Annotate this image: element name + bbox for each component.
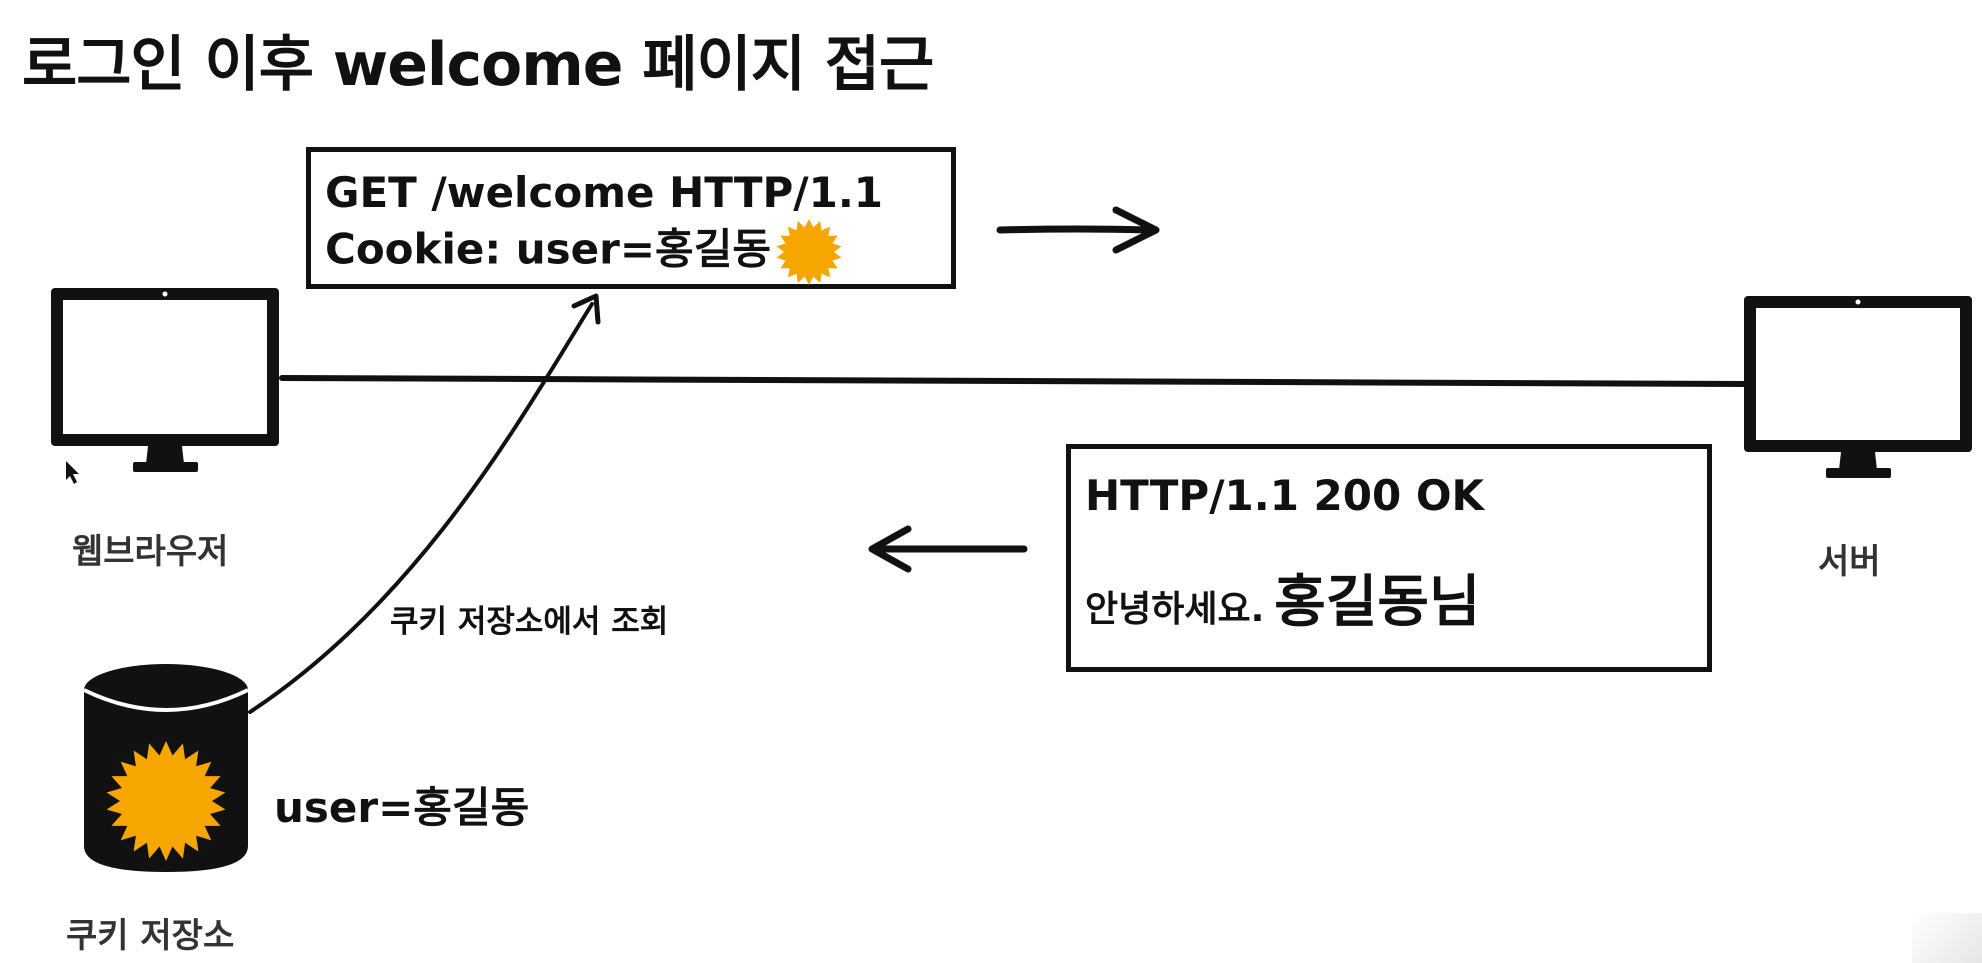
response-status-line: HTTP/1.1 200 OK [1085, 471, 1485, 520]
cookie-sun-icon [776, 218, 842, 285]
stored-cookie-sun-icon [106, 741, 226, 861]
stored-cookie-label: user=홍길동 [274, 783, 530, 832]
server-label: 서버 [1818, 542, 1881, 582]
response-arrow-icon [868, 525, 1028, 573]
request-line: GET /welcome HTTP/1.1 [325, 168, 884, 217]
response-body: 안녕하세요.홍길동님 [1085, 557, 1693, 638]
cursor-pointer-icon [66, 461, 79, 484]
response-greeting: 안녕하세요. [1085, 588, 1265, 630]
response-user-name: 홍길동님 [1274, 569, 1481, 635]
connection-line [279, 375, 1747, 387]
http-request-box: GET /welcome HTTP/1.1 Cookie: user=홍길동 [306, 147, 956, 289]
video-corner-overlay [1912, 913, 1982, 963]
http-response-box: HTTP/1.1 200 OK 안녕하세요.홍길동님 [1066, 444, 1712, 672]
server-monitor-icon [1744, 296, 1972, 478]
request-cookie-text: Cookie: user=홍길동 [325, 224, 771, 274]
lookup-label: 쿠키 저장소에서 조회 [390, 604, 669, 640]
request-cookie-header: Cookie: user=홍길동 [325, 218, 937, 286]
cookie-store-label: 쿠키 저장소 [66, 916, 235, 956]
lookup-curve-arrow-icon [248, 293, 601, 714]
browser-label: 웹브라우저 [72, 532, 229, 572]
browser-monitor-icon [51, 288, 279, 472]
request-arrow-icon [996, 206, 1160, 254]
page-title: 로그인 이후 welcome 페이지 접근 [22, 30, 934, 100]
